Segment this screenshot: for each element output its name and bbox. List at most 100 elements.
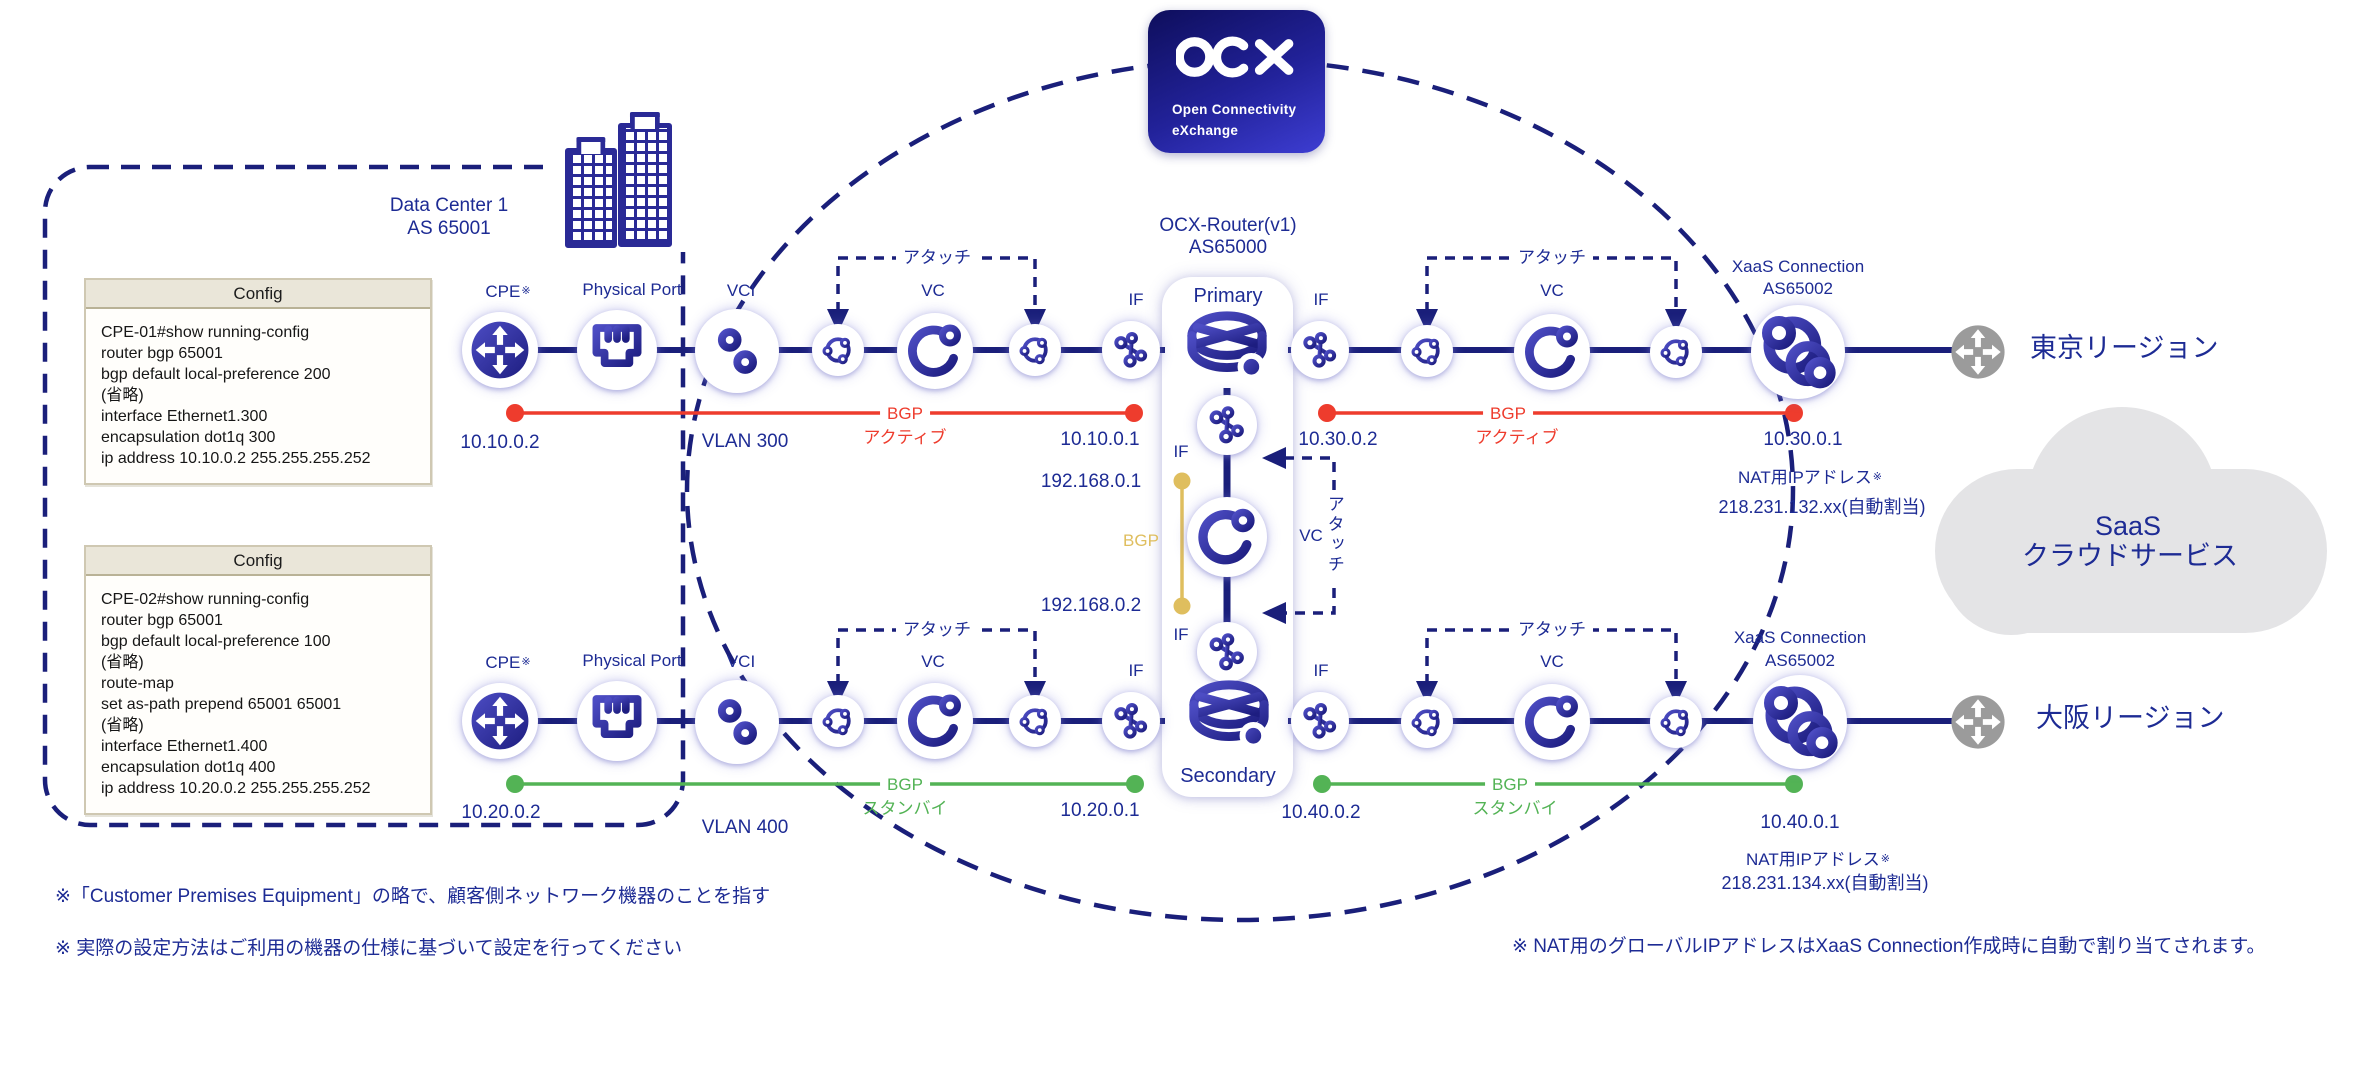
if-label-mid-bottom: IF: [1173, 625, 1189, 644]
saas-cloud: [1935, 407, 2327, 635]
bgp-standby-endpoints: [506, 775, 1803, 793]
vc-icon: [897, 683, 973, 759]
xaas-icon: [1753, 675, 1847, 769]
config-line: encapsulation dot1q 400: [101, 759, 276, 776]
bgp-standby-label-left: BGP: [880, 775, 930, 795]
attach-arrowheads: [827, 309, 1687, 705]
ip-tokyo-xaas: 10.30.0.1: [1763, 429, 1843, 450]
vc-icon: [1187, 497, 1267, 577]
port-icon: [577, 681, 657, 761]
config-body-cpe2: CPE-02#show running-config router bgp 650…: [86, 576, 430, 813]
config-title: Config: [86, 280, 430, 309]
bgp-active-sub-left: アクティブ: [863, 428, 947, 447]
ocx-boundary-ellipse: [684, 57, 1796, 923]
ocx-router-icon: [1181, 303, 1273, 395]
xaas-icon: [1751, 305, 1845, 399]
vc-label-tokyo-right: VC: [1540, 281, 1564, 300]
config-box-cpe2: Config CPE-02#show running-config router …: [84, 545, 432, 815]
if-icon: [1102, 692, 1160, 750]
attach-icon: [812, 695, 864, 747]
ocx-brand-icon: [1176, 36, 1294, 78]
vc-icon: [1514, 684, 1590, 760]
config-line: ip address 10.20.0.2 255.255.255.252: [101, 780, 371, 797]
building-icon: [565, 137, 617, 248]
config-line: (省略): [101, 717, 144, 734]
ip-ocx-osaka: 10.20.0.1: [1060, 800, 1140, 821]
config-line: bgp default local-preference 100: [101, 633, 331, 650]
bgp-active-label-left: BGP: [880, 404, 930, 424]
bgp-internal-label: BGP: [1123, 531, 1159, 550]
attach-label-tokyo-left: アタッチ: [896, 248, 978, 268]
ip-osaka-if: 10.40.0.2: [1281, 802, 1361, 823]
vci-label-tokyo: VCI: [726, 281, 756, 300]
if-icon: [1197, 622, 1257, 682]
if-icon: [1291, 321, 1349, 379]
footnote-config: ※ 実際の設定方法はご利用の機器の仕様に基づいて設定を行ってください: [55, 938, 683, 959]
osaka-region-label: 大阪リージョン: [2036, 703, 2225, 733]
bgp-standby-label-right: BGP: [1485, 775, 1535, 795]
vc-icon: [897, 313, 973, 389]
footnote-nat: ※ NAT用のグローバルIPアドレスはXaaS Connection作成時に自動…: [1512, 936, 2266, 957]
config-line: ip address 10.10.0.2 255.255.255.252: [101, 450, 371, 467]
vlan-osaka: VLAN 400: [701, 817, 789, 838]
config-line: interface Ethernet1.300: [101, 408, 268, 425]
bgp-active-sub-right: アクティブ: [1475, 428, 1559, 447]
nat-label-tokyo: NAT用IPアドレス※: [1737, 468, 1883, 487]
config-title: Config: [86, 547, 430, 576]
nat-label-osaka: NAT用IPアドレス※: [1745, 850, 1891, 869]
attach-label-osaka-left: アタッチ: [896, 620, 978, 640]
config-line: interface Ethernet1.400: [101, 738, 268, 755]
if-label-mid-top: IF: [1173, 442, 1189, 461]
note-mark: ※: [521, 285, 531, 297]
config-line: encapsulation dot1q 300: [101, 429, 276, 446]
region-icon: [1949, 693, 2007, 751]
attach-icon: [812, 324, 864, 376]
router-title-line2: AS65000: [1188, 237, 1268, 258]
attach-icon: [1401, 325, 1453, 377]
vc-label-osaka-right: VC: [1540, 652, 1564, 671]
ip-tokyo-if: 10.30.0.2: [1298, 429, 1378, 450]
attach-icon: [1009, 695, 1061, 747]
vci-icon: [695, 680, 779, 764]
attach-label-tokyo-right: アタッチ: [1511, 248, 1593, 268]
xaas-label-osaka-1: XaaS Connection: [1733, 628, 1867, 647]
config-line: CPE-02#show running-config: [101, 591, 310, 608]
xaas-label-tokyo-1: XaaS Connection: [1731, 257, 1865, 276]
vc-label-tokyo-left: VC: [921, 281, 945, 300]
if-label-tokyo-right: IF: [1313, 290, 1329, 309]
config-line: router bgp 65001: [101, 612, 223, 629]
note-mark: ※: [1880, 853, 1891, 865]
config-line: bgp default local-preference 200: [101, 366, 331, 383]
cpe-label-tokyo: CPE※: [485, 282, 531, 301]
ocx-logo: Open Connectivity eXchange: [1148, 10, 1325, 153]
config-line: (省略): [101, 654, 144, 671]
xaas-label-tokyo-2: AS65002: [1763, 279, 1833, 298]
attach-label-vertical: アタッチ: [1324, 490, 1344, 580]
region-icon: [1949, 323, 2007, 381]
saas-cloud-label-2: クラウドサービス: [2022, 541, 2238, 571]
ocx-logo-line2: eXchange: [1172, 123, 1239, 138]
physical-port-label-tokyo: Physical Port: [582, 280, 682, 299]
data-center-label-1: Data Center 1: [389, 195, 509, 216]
if-icon: [1291, 692, 1349, 750]
config-line: router bgp 65001: [101, 345, 223, 362]
saas-cloud-label-1: SaaS: [2094, 511, 2162, 541]
bgp-active-endpoints: [506, 404, 1803, 422]
port-icon: [577, 310, 657, 390]
if-label-osaka-right: IF: [1313, 661, 1329, 680]
vc-icon: [1514, 314, 1590, 390]
bgp-internal-endpoints: [1173, 472, 1191, 615]
attach-icon: [1650, 326, 1702, 378]
attach-label-osaka-right: アタッチ: [1511, 620, 1593, 640]
ip-internal-primary: 192.168.0.1: [1040, 471, 1142, 492]
cpe-icon: [462, 683, 538, 759]
ip-osaka-xaas: 10.40.0.1: [1760, 812, 1840, 833]
data-center-boundary: [42, 164, 686, 828]
vlan-tokyo: VLAN 300: [701, 431, 789, 452]
ip-cpe1: 10.10.0.2: [460, 432, 540, 453]
if-label-tokyo-left: IF: [1128, 290, 1144, 309]
vci-icon: [695, 309, 779, 393]
